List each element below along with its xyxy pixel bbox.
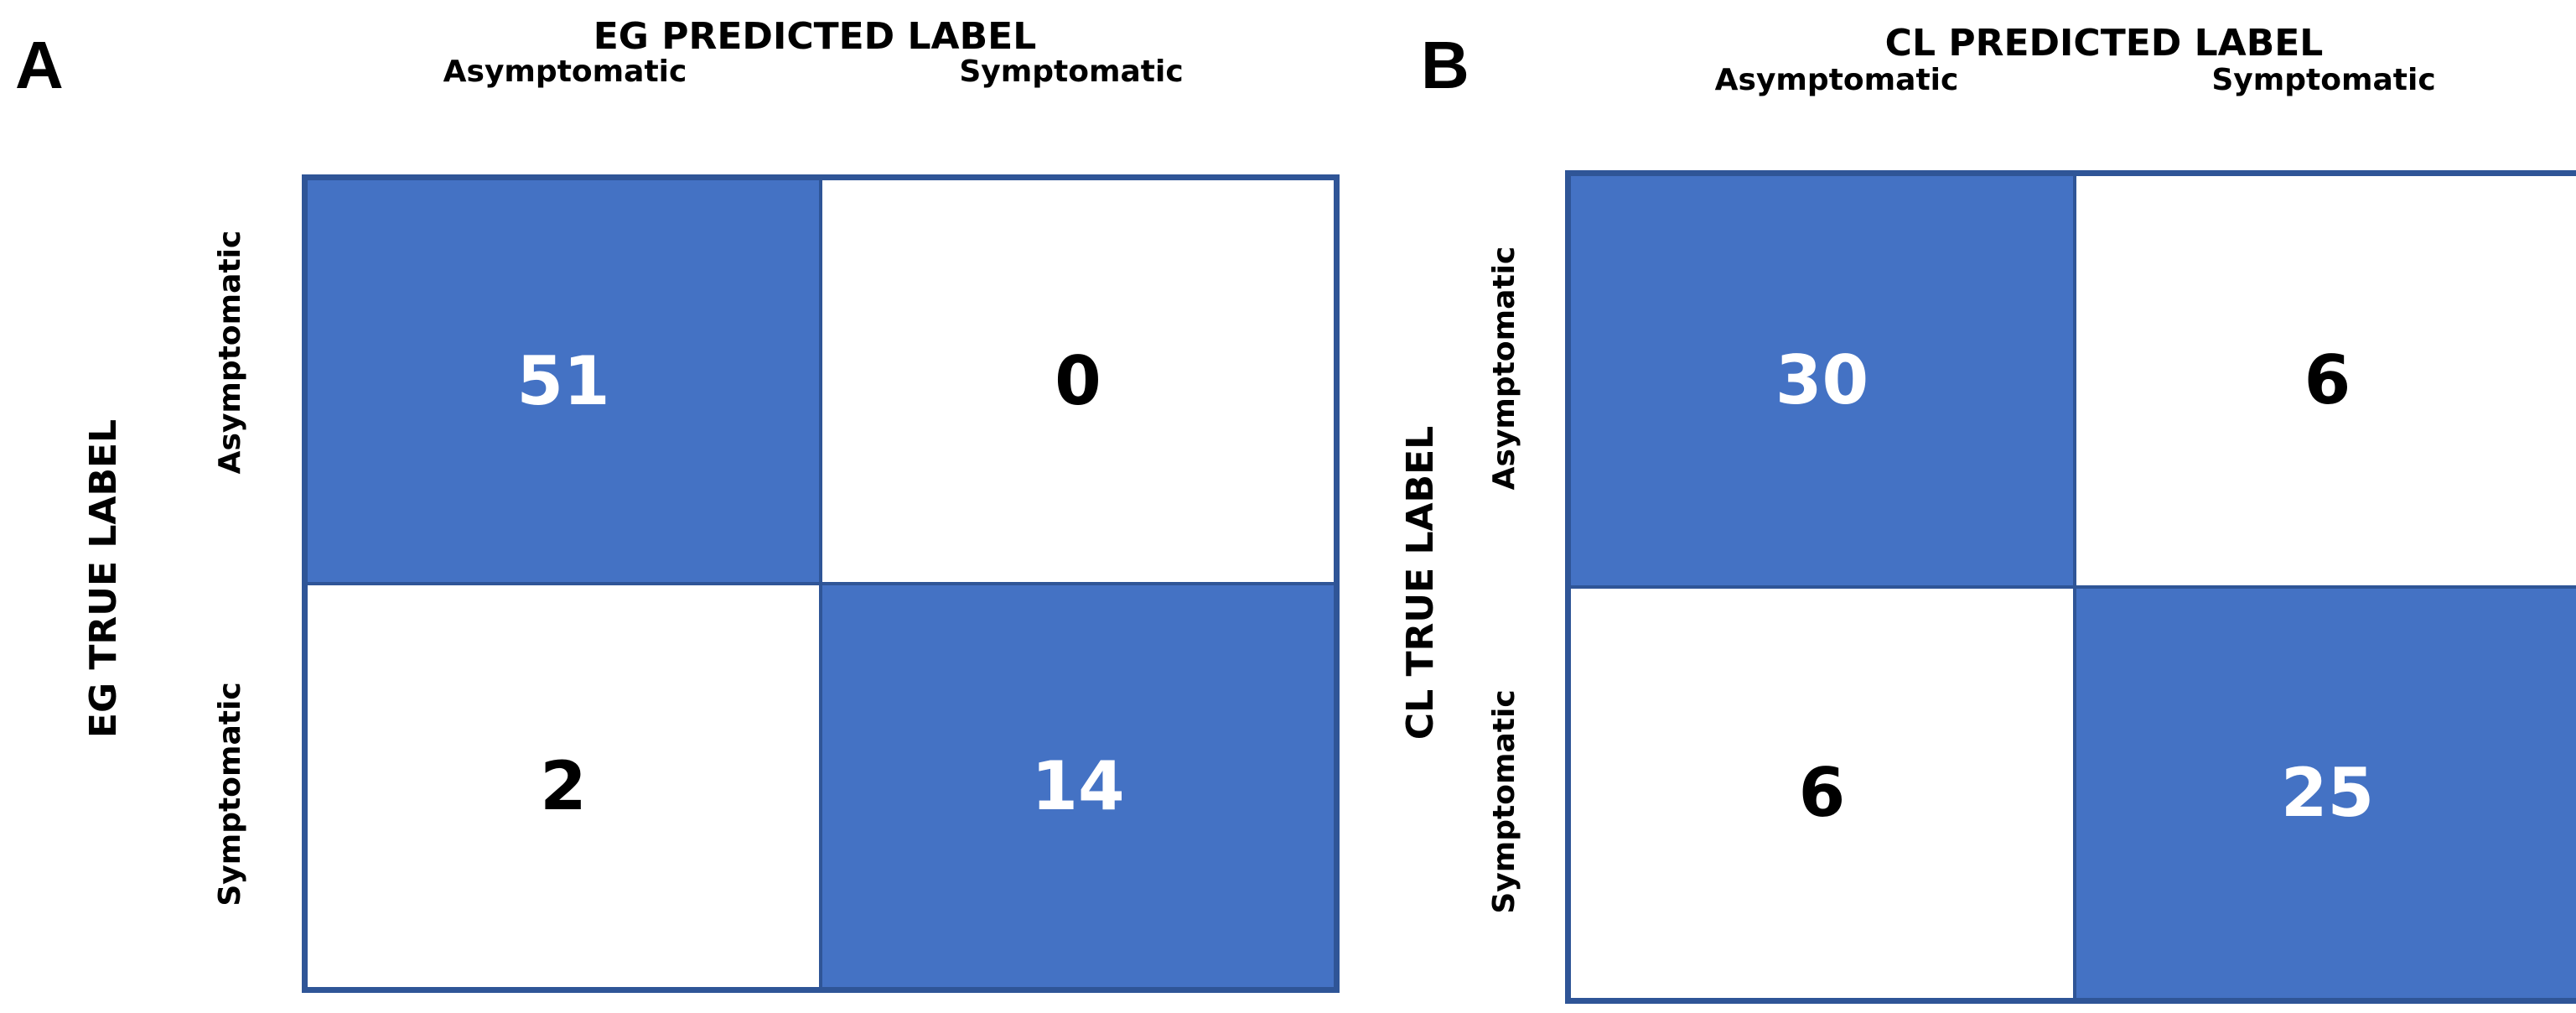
column-label-symptomatic: Symptomatic: [2211, 63, 2436, 97]
panel-letter: B: [1421, 28, 1469, 102]
cell-value: 25: [2280, 754, 2375, 832]
row-label-symptomatic: Symptomatic: [1487, 689, 1521, 914]
matrix-cell: 30: [1569, 174, 2075, 587]
cell-value: 14: [1031, 746, 1125, 825]
predicted-axis-title: CL PREDICTED LABEL: [1884, 22, 2324, 65]
matrix-cell: 6: [1569, 587, 2075, 1000]
matrix-cell: 51: [306, 179, 821, 584]
row-label-symptomatic: Symptomatic: [213, 682, 247, 907]
column-label-asymptomatic: Asymptomatic: [443, 55, 687, 89]
matrix-cell: 14: [821, 584, 1335, 989]
cell-value: 2: [540, 746, 587, 825]
row-label-asymptomatic: Asymptomatic: [1487, 246, 1521, 491]
cell-value: 0: [1055, 341, 1101, 420]
row-label-asymptomatic: Asymptomatic: [213, 230, 247, 475]
column-label-asymptomatic: Asymptomatic: [1714, 63, 1959, 97]
confusion-matrix-panel-a: A EG PREDICTED LABEL Asymptomatic Sympto…: [15, 15, 1340, 993]
true-axis-title: EG TRUE LABEL: [82, 418, 125, 739]
matrix-cell: 25: [2075, 587, 2576, 1000]
cell-value: 6: [1798, 754, 1846, 832]
predicted-axis-title: EG PREDICTED LABEL: [593, 15, 1037, 58]
matrix-cell: 0: [821, 179, 1335, 584]
cell-value: 30: [1775, 341, 1869, 419]
matrix-cell: 6: [2075, 174, 2576, 587]
matrix-cell: 2: [306, 584, 821, 989]
cell-value: 6: [2304, 341, 2351, 419]
matrix-grid: 30 6 6 25: [1565, 170, 2576, 1004]
confusion-matrix-panel-b: B CL PREDICTED LABEL Asymptomatic Sympto…: [1288, 0, 2576, 1013]
cell-value: 51: [516, 341, 610, 420]
matrix-grid: 51 0 2 14: [302, 174, 1340, 993]
panel-letter: A: [15, 28, 64, 102]
true-axis-title: CL TRUE LABEL: [1399, 425, 1442, 740]
column-label-symptomatic: Symptomatic: [959, 55, 1184, 89]
